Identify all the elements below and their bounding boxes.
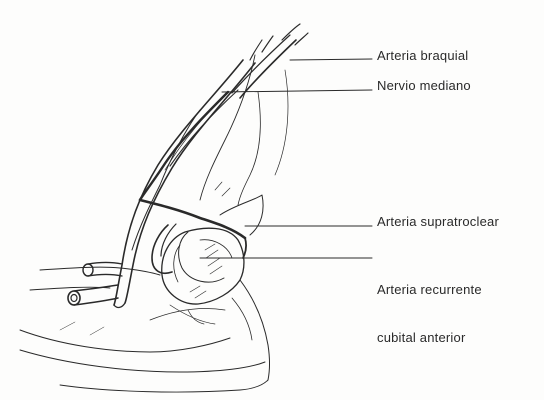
shading-8 <box>60 322 75 330</box>
nervio-mediano-end <box>114 303 125 307</box>
forearm-bottom <box>20 330 230 352</box>
forearm-top <box>40 267 160 275</box>
forearm-lower <box>60 380 268 392</box>
shading-6 <box>195 291 206 298</box>
vessel-cut-1-inner <box>71 295 77 302</box>
forearm-curve-2 <box>232 298 252 340</box>
shading-9 <box>90 327 104 335</box>
shading-7 <box>188 310 204 324</box>
vessel-top-3 <box>295 33 308 45</box>
shading-11 <box>222 188 230 196</box>
vessel-cut-2-tube <box>88 263 122 265</box>
label-arteria-supratroclear: Arteria supratroclear <box>377 214 499 230</box>
shading-10 <box>215 182 222 190</box>
vessel-cut-1 <box>68 291 80 305</box>
muscle-contour <box>238 92 260 205</box>
shading-5 <box>190 286 200 292</box>
forearm-muscle <box>150 308 225 320</box>
leader-mediano <box>222 90 372 92</box>
epicondyle-outline <box>220 195 263 235</box>
elbow-knob-inner-2 <box>200 240 232 258</box>
label-arteria-recurrente: Arteria recurrente cubital anterior <box>377 250 482 378</box>
shading-1 <box>205 244 215 250</box>
forearm-muscle-2 <box>170 305 215 324</box>
label-arteria-recurrente-line2: cubital anterior <box>377 330 482 346</box>
nervio-mediano-tube-b <box>125 63 255 303</box>
vessel-top-2 <box>282 24 300 40</box>
label-arteria-recurrente-line1: Arteria recurrente <box>377 282 482 298</box>
label-nervio-mediano: Nervio mediano <box>377 78 471 94</box>
vessel-top-1 <box>262 36 273 52</box>
arteria-braquial-lower <box>140 92 228 200</box>
shading-2 <box>206 250 218 258</box>
label-arteria-braquial: Arteria braquial <box>377 48 468 64</box>
leader-braquial <box>290 59 372 60</box>
vessel-cut-2 <box>83 264 93 276</box>
vessel-top-4 <box>250 40 262 60</box>
forearm-bottom-2 <box>20 350 265 372</box>
vessel-cut-2-tube-b <box>88 275 122 277</box>
shading-3 <box>208 258 220 266</box>
shading-4 <box>210 266 222 274</box>
muscle-contour-2 <box>275 70 288 175</box>
vessel-cut-1-tube <box>74 285 118 291</box>
